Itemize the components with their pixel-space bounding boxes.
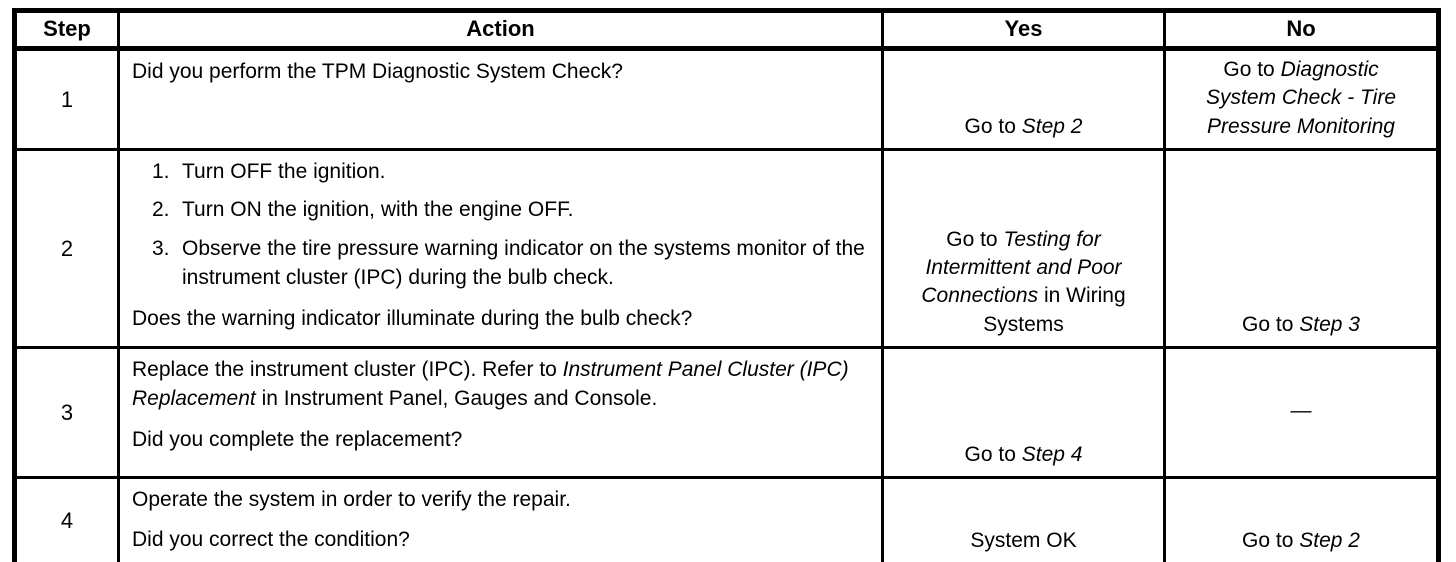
no-cell: Go to Step 3 <box>1163 148 1440 350</box>
text-segment: Go to <box>1242 312 1300 336</box>
italic-reference: Step 4 <box>1021 442 1083 466</box>
list-item-text: Turn ON the ignition, with the engine OF… <box>182 195 867 224</box>
yes-cell-text: Go to Step 4 <box>910 441 1138 469</box>
text-segment: Go to <box>1223 58 1281 81</box>
action-list-item: 1. Turn OFF the ignition. <box>132 157 867 186</box>
yes-cell: Go to Step 2 <box>881 46 1166 152</box>
yes-cell: System OK <box>881 476 1166 562</box>
italic-reference: Step 2 <box>1021 114 1083 138</box>
table-body: 1 Did you perform the TPM Diagnostic Syst… <box>13 46 1440 562</box>
table-row: 4 Operate the system in order to verify t… <box>13 476 1440 562</box>
text-segment: Go to <box>964 114 1022 138</box>
action-cell: Operate the system in order to verify th… <box>117 476 884 562</box>
list-item-text: Observe the tire pressure warning indica… <box>182 234 867 293</box>
column-header-action: Action <box>117 9 884 51</box>
action-question: Did you correct the condition? <box>132 525 867 554</box>
action-paragraph: Replace the instrument cluster (IPC). Re… <box>132 355 867 414</box>
table-row: 3 Replace the instrument cluster (IPC). R… <box>13 346 1440 480</box>
action-list-item: 2. Turn ON the ignition, with the engine … <box>132 195 867 224</box>
list-item-text: Turn OFF the ignition. <box>182 157 867 186</box>
yes-cell: Go to Step 4 <box>881 346 1166 480</box>
no-cell-text: Go to Step 3 <box>1187 311 1415 339</box>
text-segment: — <box>1290 399 1312 423</box>
action-paragraph: Did you perform the TPM Diagnostic Syste… <box>132 57 867 86</box>
table-row: 1 Did you perform the TPM Diagnostic Syst… <box>13 46 1440 152</box>
no-cell-text: Go to Step 2 <box>1187 527 1415 555</box>
action-question: Does the warning indicator illuminate du… <box>132 304 867 333</box>
step-cell: 1 <box>13 46 120 152</box>
yes-cell-text: Go to Testing for Intermittent and Poor … <box>910 226 1138 339</box>
text-segment: in Instrument Panel, Gauges and Console. <box>255 387 658 411</box>
yes-cell: Go to Testing for Intermittent and Poor … <box>881 148 1166 350</box>
text-segment: Turn OFF the ignition. <box>182 160 386 184</box>
text-segment: Go to <box>964 442 1022 466</box>
no-cell: Go to Step 2 <box>1163 476 1440 562</box>
no-cell: Go to Diagnostic System Check - Tire Pre… <box>1163 46 1440 152</box>
italic-reference: Step 3 <box>1299 312 1360 336</box>
action-question: Did you complete the replacement? <box>132 425 867 454</box>
text-segment: Go to <box>1242 529 1300 553</box>
action-list-item: 3. Observe the tire pressure warning indi… <box>132 234 867 293</box>
italic-reference: Instrument Panel Cluster (IPC) Replaceme… <box>132 358 849 411</box>
yes-cell-text: Go to Step 2 <box>910 113 1138 141</box>
text-segment: Did you complete the replacement? <box>132 427 463 451</box>
header-row: Step Action Yes No <box>13 9 1440 51</box>
italic-reference: Diagnostic System Check - Tire Pressure … <box>1205 58 1396 138</box>
text-segment: Did you correct the condition? <box>132 528 410 552</box>
text-segment: Operate the system in order to verify th… <box>132 488 571 512</box>
text-segment: Replace the instrument cluster (IPC). Re… <box>132 358 563 382</box>
action-paragraph: Operate the system in order to verify th… <box>132 485 867 514</box>
text-segment: Did you perform the TPM Diagnostic Syste… <box>132 60 623 83</box>
italic-reference: Step 2 <box>1299 529 1360 553</box>
table-row: 2 1. Turn OFF the ignition. 2. Turn ON the i… <box>13 148 1440 350</box>
step-cell: 4 <box>13 476 120 562</box>
no-cell-text: Go to Diagnostic System Check - Tire Pre… <box>1187 56 1415 141</box>
list-number: 2. <box>152 198 170 222</box>
step-cell: 2 <box>13 148 120 350</box>
text-segment: System OK <box>970 529 1077 553</box>
text-segment: Does the warning indicator illuminate du… <box>132 306 693 330</box>
list-number: 3. <box>152 236 170 260</box>
text-segment: Turn ON the ignition, with the engine OF… <box>182 198 574 222</box>
text-segment: Go to <box>946 227 1004 251</box>
yes-cell-text: System OK <box>910 527 1138 555</box>
no-cell-text: — <box>1187 397 1415 425</box>
diagnostic-table: Step Action Yes No 1 Did you perform the … <box>12 8 1441 562</box>
action-cell: Did you perform the TPM Diagnostic Syste… <box>117 46 884 152</box>
action-cell: 1. Turn OFF the ignition. 2. Turn ON the ig… <box>117 148 884 350</box>
column-header-step: Step <box>13 9 120 51</box>
step-cell: 3 <box>13 346 120 480</box>
list-number: 1. <box>152 160 170 184</box>
action-cell: Replace the instrument cluster (IPC). Re… <box>117 346 884 480</box>
column-header-no: No <box>1163 9 1440 51</box>
italic-reference: Testing for Intermittent and Poor Connec… <box>921 227 1122 308</box>
column-header-yes: Yes <box>881 9 1166 51</box>
text-segment: in Wiring Systems <box>983 284 1126 336</box>
text-segment: Observe the tire pressure warning indica… <box>182 236 865 290</box>
no-cell: — <box>1163 346 1440 480</box>
